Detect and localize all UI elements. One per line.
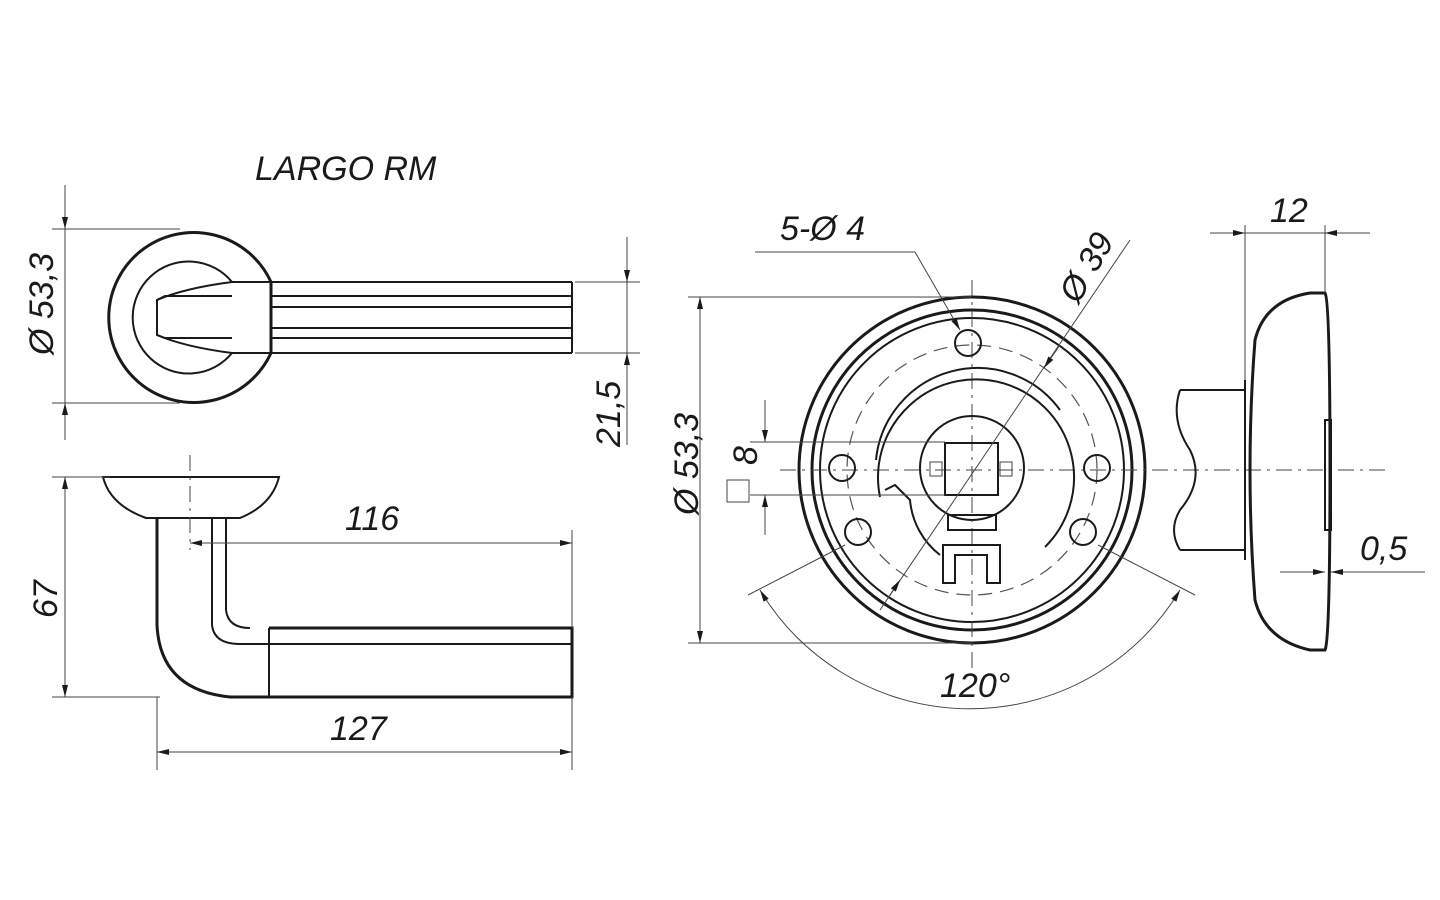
- dim-height-label: 67: [27, 579, 65, 618]
- square-symbol: [726, 479, 750, 503]
- dim-rosette-front-label: Ø 53,3: [668, 413, 706, 516]
- mounting-holes: [828, 329, 1111, 546]
- dim-rosette-front: Ø 53,3: [668, 296, 972, 644]
- dim-height: 67: [27, 476, 160, 698]
- dim-angle-label: 120°: [940, 667, 1010, 705]
- dim-angle: 120°: [747, 544, 1196, 710]
- dim-length-inner: 116: [190, 500, 573, 628]
- dim-rosette-top-label: Ø 53,3: [23, 253, 61, 356]
- rosette-side-profile: [1173, 291, 1332, 652]
- product-title: LARGO RM: [255, 150, 437, 188]
- rosette-front-view: [780, 239, 1390, 675]
- handle-top-view: [107, 231, 573, 404]
- rosette-outline: [107, 231, 273, 404]
- dim-square-spindle-label: 8: [727, 446, 765, 465]
- dim-gap: 0,5: [1280, 530, 1425, 575]
- dim-holes: 5-Ø 4: [755, 210, 961, 331]
- dim-rosette-depth-label: 12: [1270, 192, 1308, 230]
- dim-length-total-label: 127: [330, 710, 388, 748]
- dim-handle-width: 21,5: [575, 237, 640, 448]
- dim-square-spindle: 8: [726, 400, 945, 535]
- dim-rosette-top: Ø 53,3: [23, 185, 180, 440]
- dim-gap-label: 0,5: [1360, 530, 1407, 568]
- dim-length-inner-label: 116: [345, 500, 399, 538]
- lever-outline: [232, 281, 573, 354]
- dim-holes-label: 5-Ø 4: [780, 210, 865, 248]
- dim-rosette-depth: 12: [1210, 192, 1370, 380]
- handle-side-view: [101, 455, 574, 699]
- dim-length-total: 127: [156, 697, 573, 770]
- dim-handle-width-label: 21,5: [590, 381, 628, 448]
- side-rosette: [101, 476, 281, 519]
